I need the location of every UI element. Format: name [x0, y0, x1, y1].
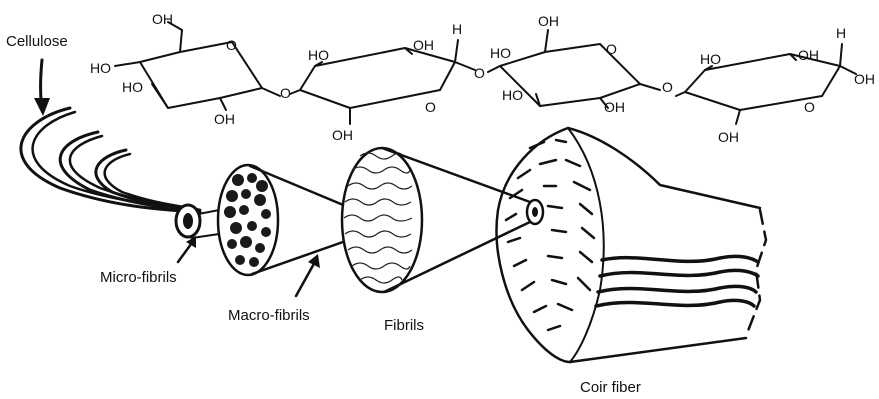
ring-oxygen-label: O	[226, 37, 237, 53]
macro-fibrils-arrow-icon	[296, 260, 316, 296]
oh-label: OH	[538, 13, 559, 29]
oh-label: OH	[413, 37, 434, 53]
oh-label: OH	[718, 129, 739, 145]
ring-oxygen-label: O	[606, 41, 617, 57]
cellulose-strands	[21, 108, 200, 212]
oh-label: OH	[214, 111, 235, 127]
micro-fibrils-label: Micro-fibrils	[100, 269, 177, 286]
cellulose-chemical-structure: OH HO HO O OH O HO OH OH O H O	[90, 11, 875, 145]
ho-label: HO	[502, 87, 523, 103]
oh-label: OH	[854, 71, 875, 87]
macro-fibrils-label: Macro-fibrils	[228, 307, 310, 324]
coir-fiber-label: Coir fiber	[580, 379, 641, 396]
oh-label: OH	[604, 99, 625, 115]
ho-label: HO	[90, 60, 111, 76]
ring-oxygen-label: O	[425, 99, 436, 115]
ho-label: HO	[122, 79, 143, 95]
cellulose-arrowhead-icon	[34, 98, 50, 116]
hydrogen-label: H	[452, 21, 462, 37]
hydrogen-label: H	[836, 25, 846, 41]
oh-label: OH	[332, 127, 353, 143]
glycosidic-oxygen-label: O	[280, 85, 291, 101]
ho-label: HO	[700, 51, 721, 67]
macro-fibril: Macro-fibrils	[218, 165, 360, 324]
fibril: Fibrils	[342, 148, 530, 334]
glycosidic-oxygen-label: O	[662, 79, 673, 95]
cellulose-callout: Cellulose	[6, 33, 68, 116]
ring-oxygen-label: O	[804, 99, 815, 115]
cellulose-label: Cellulose	[6, 33, 68, 50]
glucose-ring-2: HO OH OH O H O	[290, 21, 485, 143]
glycosidic-oxygen-label: O	[474, 65, 485, 81]
ho-label: HO	[308, 47, 329, 63]
glucose-ring-4: HO OH OH O H OH	[676, 25, 875, 145]
coir-fiber: Coir fiber	[497, 128, 766, 396]
glucose-ring-1: OH HO HO O OH O	[90, 11, 291, 127]
oh-label: OH	[152, 11, 173, 27]
fibrils-label: Fibrils	[384, 317, 424, 334]
ho-label: HO	[490, 45, 511, 61]
oh-label: OH	[798, 47, 819, 63]
glucose-ring-3: OH HO HO O OH O	[488, 13, 673, 115]
